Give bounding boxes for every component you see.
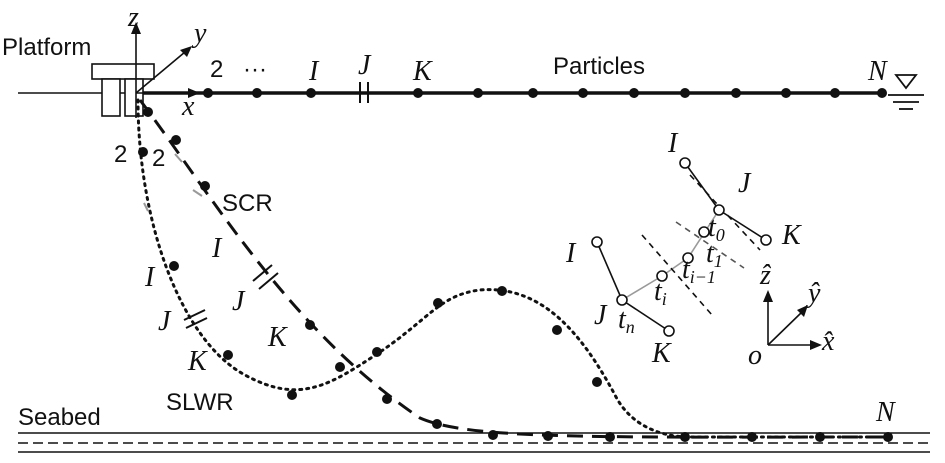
particle — [138, 147, 148, 157]
t1-label: t1 — [706, 238, 723, 271]
particle — [433, 298, 443, 308]
particle — [488, 430, 498, 440]
seabed-index-N-label: N — [875, 397, 896, 428]
xhat-label: x̂ — [821, 326, 835, 357]
particle — [592, 377, 602, 387]
index-J-label: J — [358, 50, 372, 81]
yhat-label: ŷ — [805, 278, 821, 309]
gray-direction-marks — [143, 153, 203, 212]
inset-J-bottom-label: J — [594, 300, 608, 331]
particle — [815, 432, 825, 442]
particle — [528, 88, 538, 98]
index-I-label: I — [308, 56, 320, 87]
particle — [629, 88, 639, 98]
particle — [877, 88, 887, 98]
particle — [382, 394, 392, 404]
particle — [335, 362, 345, 372]
t0-label: t0 — [708, 212, 725, 245]
particle — [552, 325, 562, 335]
scr-label: SCR — [222, 190, 273, 217]
zhat-label: ẑ — [759, 260, 772, 291]
slwr-index-J-label: J — [158, 306, 172, 337]
scr-index-K-label: K — [267, 322, 288, 353]
element-inset — [591, 157, 772, 337]
platform — [91, 63, 155, 117]
particle — [830, 88, 840, 98]
local-axes — [763, 290, 822, 350]
scr-index-2-label: 2 — [152, 145, 165, 172]
seabed-lines — [18, 432, 930, 453]
particle — [252, 88, 262, 98]
index-2-label: 2 — [210, 56, 223, 83]
tn-label: tn — [618, 304, 635, 337]
slwr-index-I-label: I — [144, 262, 156, 293]
ellipsis-label: ··· — [243, 56, 267, 83]
platform-label: Platform — [2, 34, 91, 61]
scr-gap-mark — [252, 264, 273, 282]
slwr-gap-mark — [183, 309, 206, 321]
particles-label: Particles — [553, 53, 645, 80]
inset-K-bottom-label: K — [651, 338, 672, 369]
particle — [169, 261, 179, 271]
scr-gap-mark — [258, 272, 279, 290]
ti-label: ti — [654, 276, 667, 309]
particle — [372, 347, 382, 357]
y-axis-label: y — [191, 18, 207, 49]
particle — [143, 107, 153, 117]
particle — [171, 135, 181, 145]
horizontal-particles — [203, 88, 887, 98]
origin-o-label: o — [748, 340, 762, 371]
particle — [747, 432, 757, 442]
particle — [578, 88, 588, 98]
x-axis-label: x — [181, 91, 195, 122]
particle — [680, 432, 690, 442]
particle — [306, 88, 316, 98]
slwr-index-K-label: K — [187, 346, 208, 377]
particle — [305, 320, 315, 330]
index-K-label: K — [412, 56, 433, 87]
seabed-label: Seabed — [18, 404, 101, 431]
particle — [203, 88, 213, 98]
ti-minus-1-label: ti−1 — [682, 254, 716, 287]
global-axes — [131, 22, 200, 118]
slwr-label: SLWR — [166, 389, 234, 416]
inset-I-top-label: I — [667, 128, 679, 159]
water-level-symbol — [888, 74, 924, 110]
slwr-index-2-label: 2 — [114, 141, 127, 168]
inset-K-top-label: K — [781, 220, 802, 251]
index-N-label: N — [867, 56, 888, 87]
slwr-gap-mark — [185, 317, 208, 329]
particle — [473, 88, 483, 98]
inset-J-top-label: J — [738, 168, 752, 199]
slwr-particles — [138, 147, 602, 400]
particle — [413, 88, 423, 98]
particle — [781, 88, 791, 98]
z-axis-label: z — [127, 2, 139, 33]
slwr-riser-curve — [136, 98, 892, 439]
particle — [223, 350, 233, 360]
particle — [497, 286, 507, 296]
inset-I-bottom-label: I — [565, 238, 577, 269]
particle — [883, 432, 893, 442]
scr-riser-curve — [138, 99, 891, 439]
particle — [731, 88, 741, 98]
scr-particles — [143, 107, 893, 442]
particle — [680, 88, 690, 98]
particle — [605, 432, 615, 442]
particle — [287, 390, 297, 400]
particle — [432, 419, 442, 429]
scr-index-I-label: I — [211, 233, 223, 264]
particle — [200, 181, 210, 191]
scr-index-J-label: J — [232, 286, 246, 317]
